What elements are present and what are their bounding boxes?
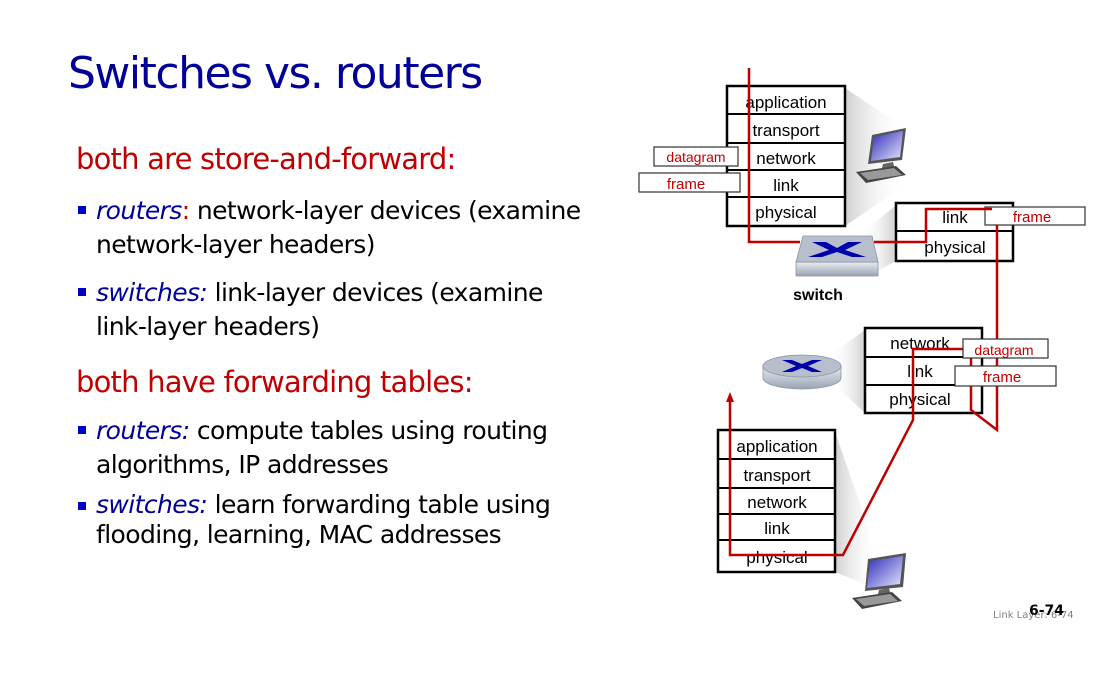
bullet-text: compute tables using routing algorithms,…: [96, 416, 548, 479]
top-datagram-box: datagram: [653, 146, 739, 167]
path-arrowhead-icon: [726, 392, 734, 402]
slide-title: Switches vs. routers: [68, 48, 483, 99]
svg-text:frame: frame: [1013, 209, 1051, 226]
bullet-routers-tables: routers: compute tables using routing al…: [78, 414, 618, 482]
router-device-icon: [762, 354, 842, 390]
layer-network: network: [747, 493, 807, 512]
layer-link: link: [942, 208, 968, 227]
bullet-separator: :: [181, 196, 190, 225]
switch-frame-box: frame: [984, 206, 1086, 226]
bullet-routers-store-forward: routers: network-layer devices (examine …: [78, 194, 638, 262]
bullet-square-icon: [78, 502, 86, 510]
top-computer-icon: [856, 128, 906, 183]
layer-link: link: [764, 519, 790, 538]
layer-transport: transport: [752, 121, 819, 140]
bullet-switches-store-forward: switches: link-layer devices (examine li…: [78, 276, 598, 344]
bottom-host-stack: application transport network link physi…: [716, 428, 837, 574]
bullet-keyword: switches:: [96, 490, 208, 519]
top-frame-box: frame: [638, 172, 741, 193]
switch-device-icon: [795, 235, 879, 277]
bullet-text: link-layer devices (examine link-layer h…: [96, 278, 543, 341]
layer-network: network: [756, 149, 816, 168]
footer-label: Link Layer: 6-74: [993, 610, 1074, 621]
layer-physical: physical: [746, 548, 807, 567]
bullet-text: learn forwarding table using flooding, l…: [96, 490, 551, 549]
svg-text:frame: frame: [983, 369, 1021, 386]
router-datagram-box: datagram: [962, 338, 1049, 359]
bullet-keyword: switches:: [96, 278, 208, 307]
layer-application: application: [745, 93, 826, 112]
router-shadow: [830, 330, 865, 413]
top-host-stack: application transport network link physi…: [725, 84, 847, 228]
switch-label: switch: [793, 287, 843, 304]
layer-link: link: [907, 362, 933, 381]
svg-text:datagram: datagram: [666, 149, 725, 165]
section-heading-store-forward: both are store-and-forward:: [76, 142, 456, 176]
bullet-keyword: routers:: [96, 416, 190, 445]
layer-physical: physical: [889, 390, 950, 409]
layer-transport: transport: [743, 466, 810, 485]
svg-text:datagram: datagram: [974, 342, 1033, 358]
bullet-keyword: routers: [96, 196, 182, 225]
layer-physical: physical: [924, 238, 985, 257]
layer-application: application: [736, 437, 817, 456]
layer-physical: physical: [755, 203, 816, 222]
section-heading-forwarding-tables: both have forwarding tables:: [76, 365, 473, 399]
bullet-square-icon: [78, 426, 86, 434]
page-number: 6-74: [1029, 603, 1065, 619]
router-frame-box: frame: [954, 365, 1057, 387]
bottom-computer-icon: [852, 553, 906, 609]
bullet-square-icon: [78, 206, 86, 214]
svg-text:frame: frame: [667, 176, 705, 193]
bullet-switches-tables: switches: learn forwarding table using f…: [78, 490, 618, 550]
bullet-square-icon: [78, 288, 86, 296]
bullet-text: network-layer devices (examine network-l…: [96, 196, 581, 259]
layer-link: link: [773, 176, 799, 195]
